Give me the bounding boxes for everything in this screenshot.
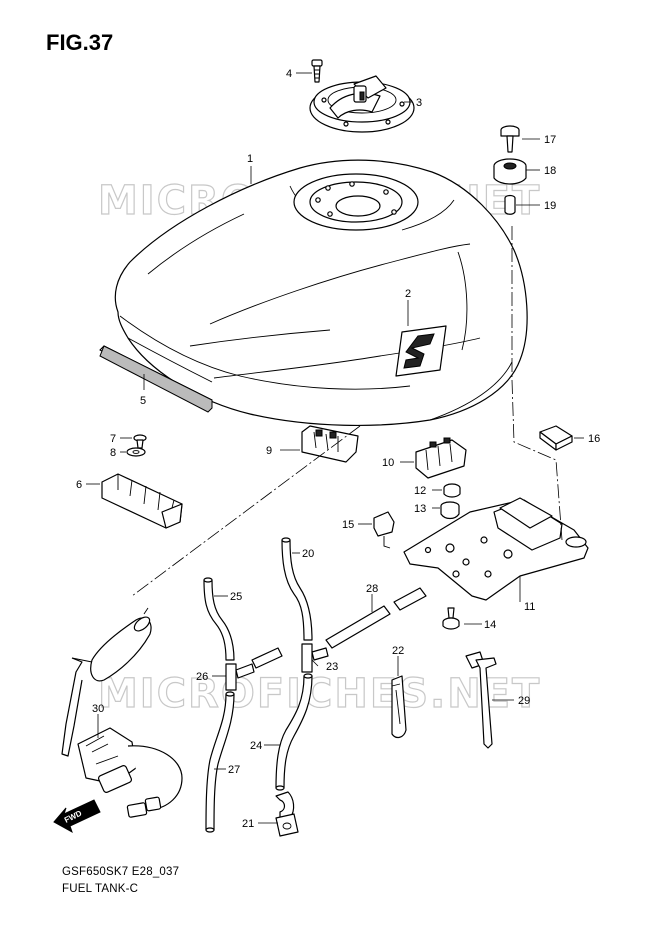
forward-arrow-icon: FWD: [53, 799, 101, 834]
hose-clamp-21[interactable]: [275, 791, 299, 837]
part-number-12: 12: [414, 485, 426, 497]
fuel-level-gauge[interactable]: [61, 607, 183, 818]
washer[interactable]: [126, 447, 146, 457]
emblem[interactable]: [395, 325, 447, 377]
part-number-13: 13: [414, 503, 426, 515]
part-number-20: 20: [302, 548, 314, 560]
part-number-10: 10: [382, 457, 394, 469]
hose-24[interactable]: [275, 673, 313, 791]
part-number-16: 16: [588, 433, 600, 445]
nut[interactable]: [443, 483, 461, 498]
part-number-8: 8: [110, 447, 116, 459]
part-number-23: 23: [326, 661, 338, 673]
mounting-bolt[interactable]: [500, 125, 520, 153]
part-number-5: 5: [140, 395, 146, 407]
rubber-pad[interactable]: [539, 425, 573, 451]
clamp-22[interactable]: [391, 675, 407, 739]
part-number-21: 21: [242, 818, 254, 830]
part-number-28: 28: [366, 583, 378, 595]
part-number-22: 22: [392, 645, 404, 657]
part-number-15: 15: [342, 519, 354, 531]
part-number-4: 4: [286, 68, 292, 80]
hose-joint-26[interactable]: [225, 647, 283, 691]
bracket-bolt[interactable]: [442, 607, 460, 630]
part-number-24: 24: [250, 740, 262, 752]
damper[interactable]: [493, 158, 527, 185]
part-number-11: 11: [524, 601, 535, 613]
small-screw[interactable]: [133, 434, 147, 449]
part-number-6: 6: [76, 479, 82, 491]
part-number-17: 17: [544, 134, 556, 146]
part-number-2: 2: [405, 288, 411, 300]
part-number-9: 9: [266, 445, 272, 457]
cushion-block[interactable]: [101, 473, 183, 529]
hose-joint-23[interactable]: [301, 643, 329, 673]
spacer[interactable]: [504, 194, 516, 215]
part-number-7: 7: [110, 433, 116, 445]
grommet[interactable]: [440, 501, 460, 520]
fuel-cap[interactable]: [309, 75, 415, 133]
part-number-18: 18: [544, 165, 556, 177]
part-number-14: 14: [484, 619, 496, 631]
part-number-26: 26: [196, 671, 208, 683]
part-number-29: 29: [518, 695, 530, 707]
part-number-1: 1: [247, 153, 253, 165]
wire-clip[interactable]: [373, 511, 395, 549]
hose-27[interactable]: [205, 691, 235, 833]
hose-20[interactable]: [281, 537, 313, 641]
part-number-19: 19: [544, 200, 556, 212]
cable-tie[interactable]: [465, 651, 497, 749]
part-number-30: 30: [92, 703, 104, 715]
part-number-25: 25: [230, 591, 242, 603]
hose-28[interactable]: [325, 587, 427, 649]
part-number-3: 3: [416, 97, 422, 109]
cap-screw[interactable]: [311, 59, 323, 83]
cushion-strip[interactable]: [99, 345, 213, 413]
watermark-bottom: MICROFICHES.NET: [98, 671, 541, 717]
diagram-caption: FUEL TANK-C: [62, 883, 139, 895]
part-number-27: 27: [228, 764, 240, 776]
figure-title: FIG.37: [46, 30, 114, 55]
bracket-cushion[interactable]: [301, 425, 359, 463]
rear-cushion[interactable]: [415, 437, 467, 479]
leader-lines: [86, 72, 584, 824]
hose-25[interactable]: [203, 577, 235, 661]
tank-bracket[interactable]: [403, 497, 589, 601]
diagram-code: GSF650SK7 E28_037: [62, 866, 180, 878]
